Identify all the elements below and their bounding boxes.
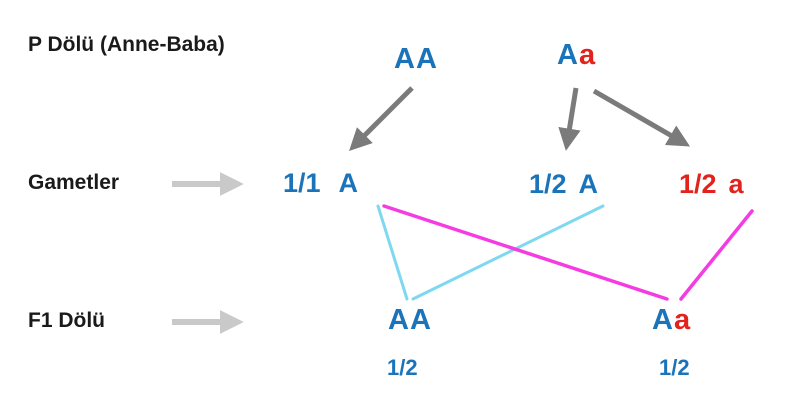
cross-line-gamete3-to-f1-het [679,209,754,301]
allele-letter: A [394,43,416,75]
cross-line-gamete1-to-f1-het [382,204,669,301]
gamete-middle: 1/2 A [529,169,598,200]
f1-probability-right: 1/2 [659,355,690,380]
f1-genotype-homozygous: AA [388,304,432,337]
f1-genotype-heterozygous: Aa [652,304,691,337]
cross-line-gamete1-to-f1-aa [376,204,409,301]
allele-letter: A [415,43,438,75]
gamete-fraction: 1/2 [679,169,717,199]
parent-genotype-heterozygous: Aa [557,39,596,72]
f1-probability-left: 1/2 [387,355,418,380]
p-generation-label: P Dölü (Anne-Baba) [28,33,225,56]
f1-label: F1 Dölü [28,309,105,332]
arrow-parent-aa-het-to-gamete-a2 [592,88,691,147]
gamete-allele: A [578,169,599,199]
gamete-fraction: 1/2 [529,169,567,199]
gamete-allele: A [338,168,359,198]
allele-letter: a [578,39,597,71]
gamete-fraction: 1/1 [283,168,321,198]
allele-letter: A [557,39,579,71]
gamete-left: 1/1 A [283,168,358,199]
allele-letter: A [409,304,432,336]
gametes-label: Gametler [28,171,120,194]
gamete-right: 1/2 a [679,169,744,200]
cross-line-gamete2-to-f1-aa [411,204,605,301]
allele-letter: a [673,304,692,336]
arrow-parent-aa-het-to-gamete-a [558,87,581,151]
arrow-parent-aa-to-gamete [349,86,414,151]
parent-genotype-homozygous: AA [394,43,438,76]
allele-letter: A [388,304,410,336]
allele-letter: A [652,304,674,336]
gamete-allele: a [728,169,744,199]
